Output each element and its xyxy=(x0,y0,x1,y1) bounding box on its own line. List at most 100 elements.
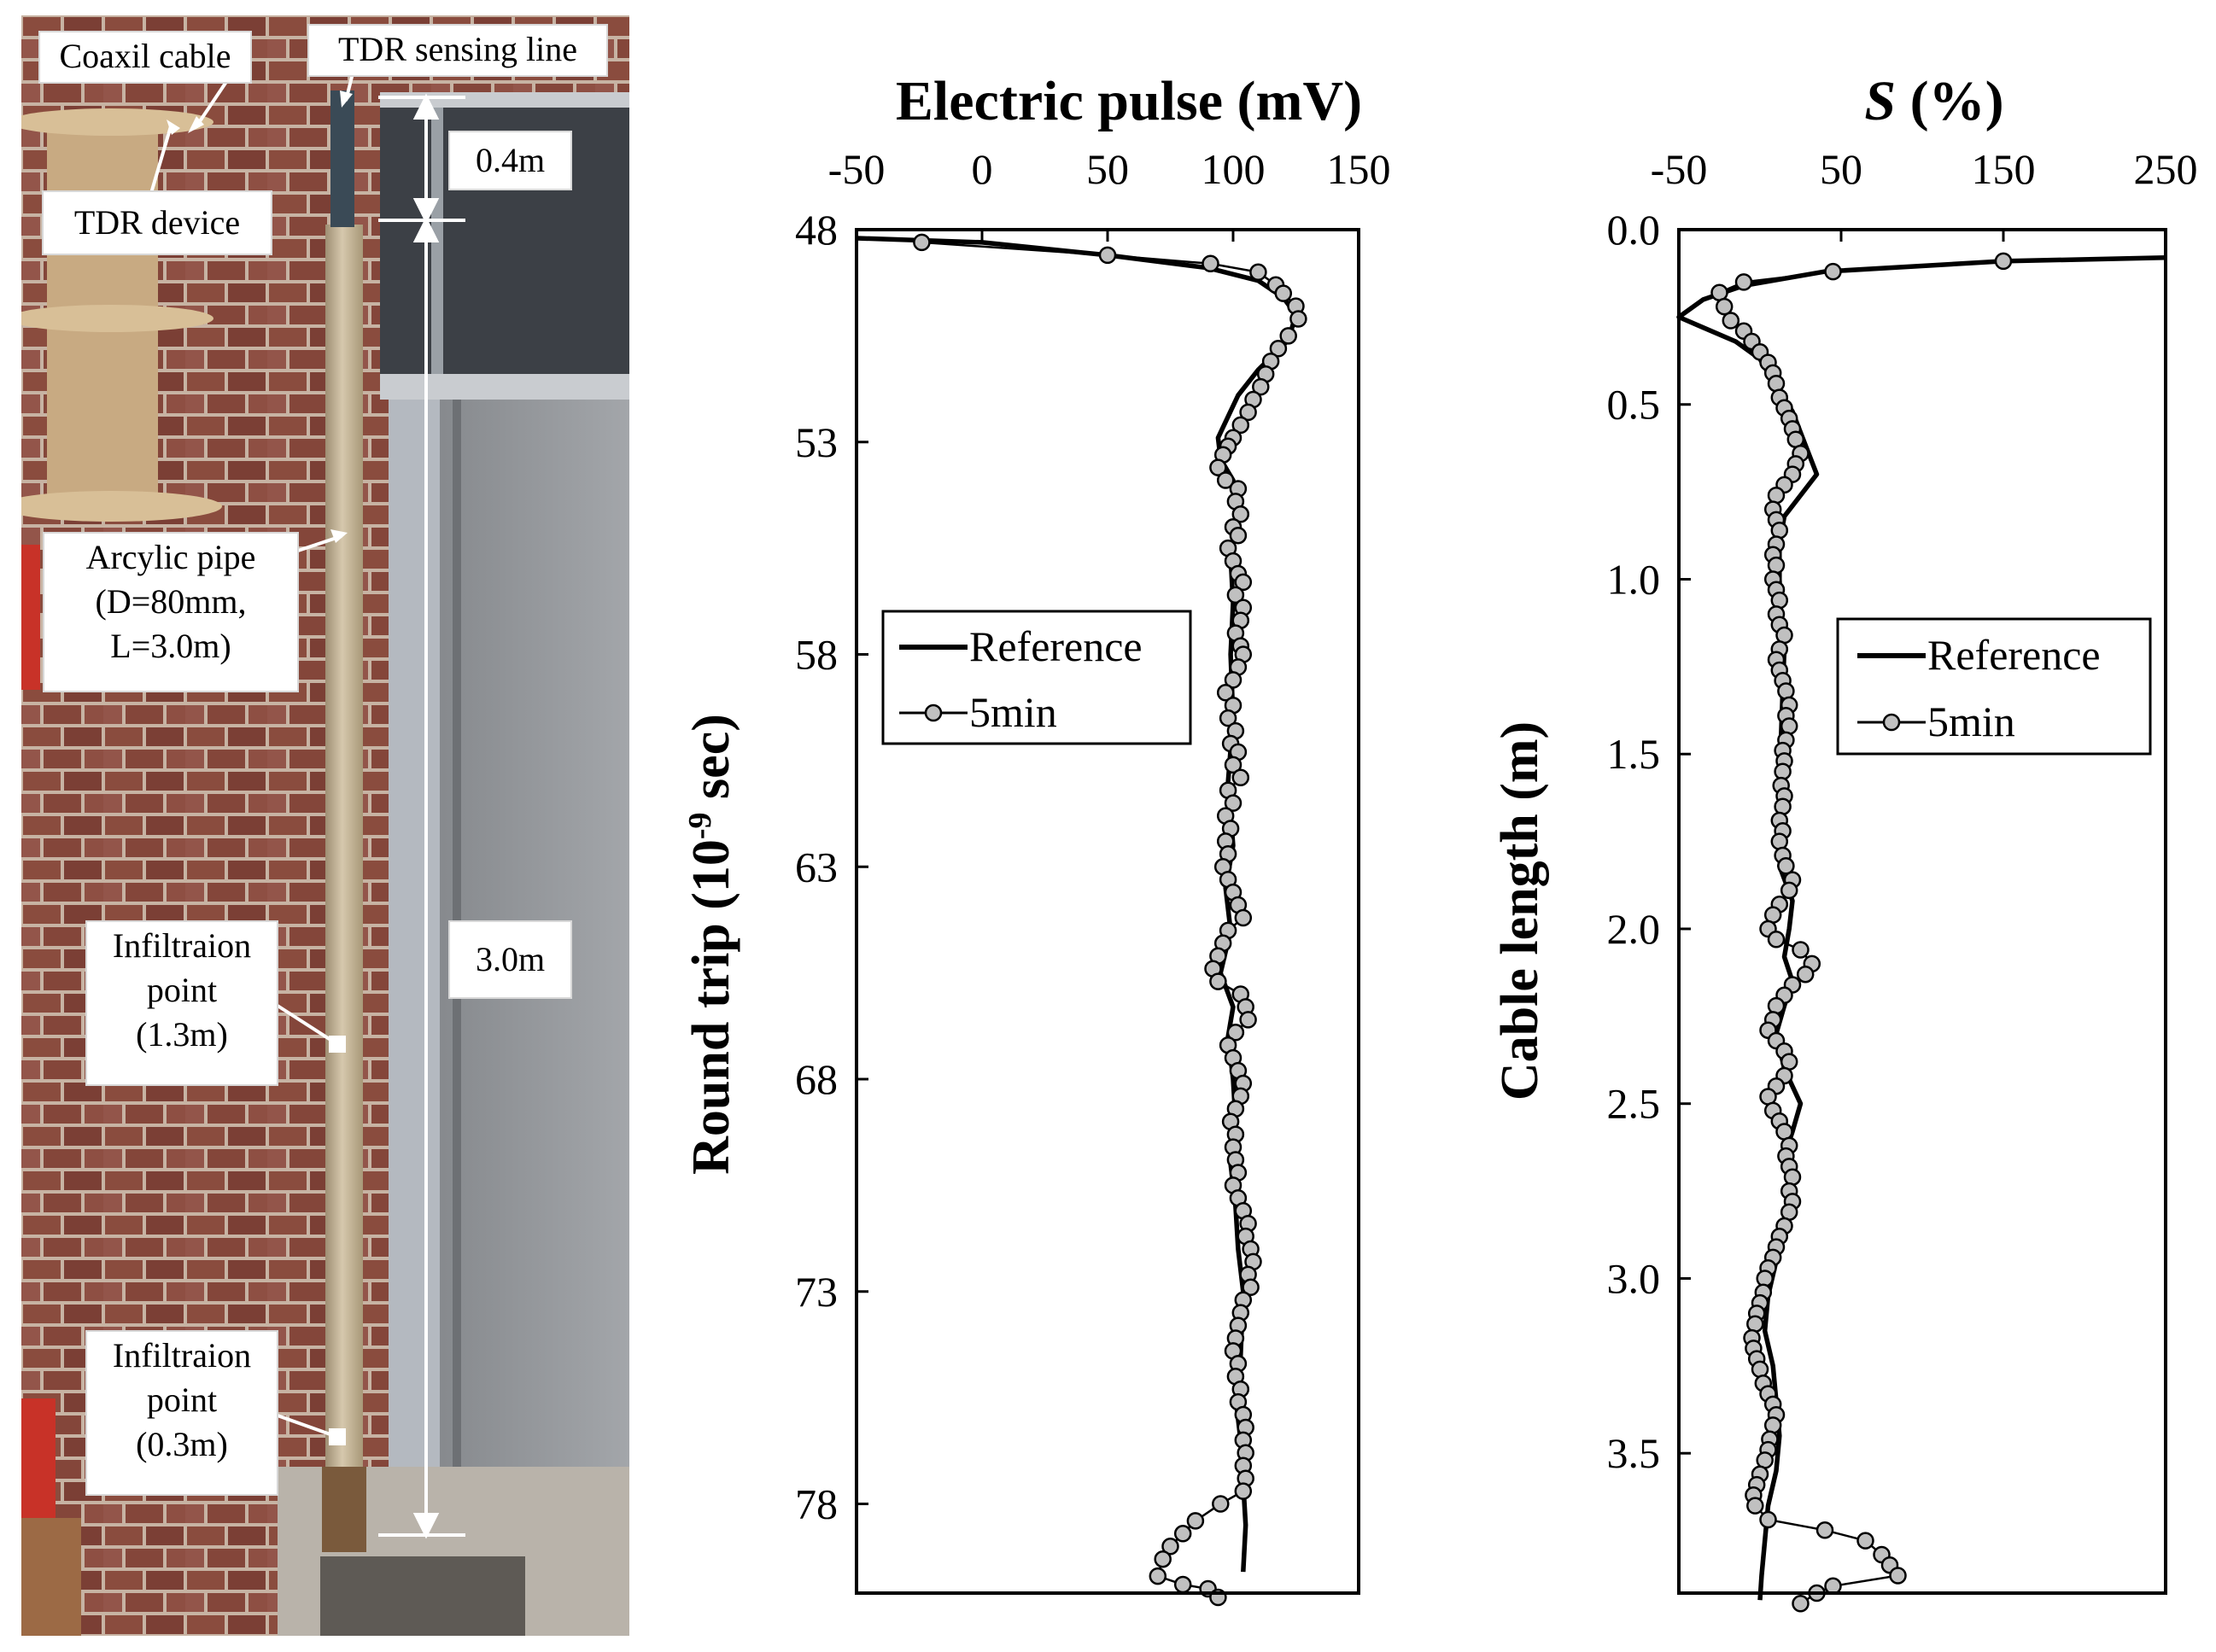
chart2-ytick-label: 1.5 xyxy=(1607,730,1661,778)
chart1-series-5min-point xyxy=(1239,403,1257,422)
chart1-series-5min-point xyxy=(1209,458,1227,476)
chart1-xtick-label: 150 xyxy=(1327,145,1391,193)
chart2-xtick-label: 50 xyxy=(1820,145,1862,193)
chart1-series-5min-point xyxy=(1212,1495,1230,1513)
chart2-xtick-label: -50 xyxy=(1651,145,1708,193)
label-dim-top: 0.4m xyxy=(448,131,572,190)
chart1-series-5min-point xyxy=(1154,1550,1172,1568)
chart2-series-5min-point xyxy=(1774,762,1792,780)
chart2-xtick-label: 250 xyxy=(2134,145,2198,193)
chart2-series-5min-point xyxy=(1767,486,1786,505)
label-tdr-sensing-line: TDR sensing line xyxy=(307,24,608,77)
chart1-ytick-label: 78 xyxy=(795,1480,838,1528)
acrylic-pipe xyxy=(325,225,363,1544)
chart2-series-5min-point xyxy=(1767,931,1786,949)
chart2-series-5min-point xyxy=(1774,797,1792,815)
chart1-y-axis-label: Round trip (10-9 sec) xyxy=(682,714,740,1175)
chart2-series-5min-point xyxy=(1746,1497,1764,1515)
chart1-series-5min-point xyxy=(1231,505,1250,523)
chart2-series-5min-point xyxy=(1780,717,1798,735)
chart1-xtick-label: 50 xyxy=(1086,145,1129,193)
chart2-series-5min-point xyxy=(1824,262,1842,281)
label-dim-main: 3.0m xyxy=(448,920,572,999)
chart2-series-5min-point xyxy=(1751,1360,1769,1379)
chart1-ytick-label: 48 xyxy=(795,206,838,254)
chart2-series-5min-point xyxy=(1889,1567,1907,1585)
chart1-ytick-label: 63 xyxy=(795,843,838,890)
chart2-series-5min-point xyxy=(1767,374,1786,393)
chart2-series-5min-point xyxy=(1770,832,1789,850)
chart1-series-5min-point xyxy=(1252,377,1270,396)
chart1-series-5min-point xyxy=(1224,794,1242,812)
chart1-xtick-label: 100 xyxy=(1202,145,1266,193)
chart2-series-5min-point xyxy=(1770,521,1789,540)
chart2-legend-5min-marker xyxy=(1882,713,1901,732)
chart2-legend: Reference 5min xyxy=(1836,617,2152,756)
chart2-title: S (%) xyxy=(1864,70,2003,132)
dimension-lines xyxy=(378,93,465,1539)
experiment-photo: Coaxil cable TDR sensing line 0.4m TDR d… xyxy=(21,15,629,1636)
chart1-series-5min-point xyxy=(1224,756,1242,774)
chart2-ytick-label: 0.0 xyxy=(1607,206,1661,254)
chart2-ytick-label: 2.5 xyxy=(1607,1080,1661,1128)
label-infiltration-0-3m: Infiltraion point (0.3m) xyxy=(85,1330,278,1496)
chart1-series-5min-point xyxy=(1098,246,1117,265)
chart2-series-5min-point xyxy=(1792,941,1810,959)
chart1-series-5min-point xyxy=(1289,310,1307,328)
chart1-series-5min-point xyxy=(1279,327,1297,345)
chart1-ytick-label: 53 xyxy=(795,418,838,466)
chart1-series-5min-point xyxy=(1186,1512,1205,1530)
chart2-legend-box xyxy=(1836,617,2152,756)
chart2-series-5min-point xyxy=(1856,1532,1874,1550)
chart2-series-5min-point xyxy=(1792,1595,1810,1613)
chart2-series-5min-point xyxy=(1770,591,1789,610)
chart1-legend-5min-marker xyxy=(924,703,943,722)
chart2-series-5min-point xyxy=(1780,881,1798,900)
chart2-series-5min-point xyxy=(1777,682,1795,700)
chart2-ytick-label: 3.5 xyxy=(1607,1429,1661,1477)
chart1-legend-reference: Reference xyxy=(969,622,1143,670)
chart1-series-5min-point xyxy=(1216,471,1235,489)
chart1-series-5min-point xyxy=(1209,972,1227,990)
chart2-series-5min-point xyxy=(1763,1416,1782,1434)
chart1-series-5min-point xyxy=(1202,254,1219,273)
chart1-plot-frame xyxy=(855,228,1360,1595)
label-tdr-device: TDR device xyxy=(42,190,272,255)
chart1-series-5min-point xyxy=(1234,908,1253,927)
chart2-ytick-label: 2.0 xyxy=(1607,905,1661,953)
chart1-legend: Reference 5min xyxy=(881,610,1192,745)
chart2-series-5min-point xyxy=(1815,1521,1834,1539)
chart1-series-5min-point xyxy=(1226,586,1245,604)
chart1-xtick-label: -50 xyxy=(828,145,886,193)
chart1-series-5min-point xyxy=(1239,1011,1257,1029)
chart1-xtick-label: 0 xyxy=(972,145,993,193)
chart1-series-5min-point xyxy=(1229,526,1248,545)
chart2-ytick-label: 1.0 xyxy=(1607,555,1661,603)
chart2-xtick-label: 150 xyxy=(1972,145,2036,193)
chart1-series-5min-point xyxy=(1231,768,1250,787)
chart1-series-5min-point xyxy=(1234,1482,1253,1500)
chart2-series-5min-point xyxy=(1796,965,1815,984)
chart1-ytick-label: 73 xyxy=(795,1268,838,1316)
chart2-series-5min-point xyxy=(1783,1168,1802,1186)
chart2-series-5min-point xyxy=(1722,312,1740,330)
chart-electric-pulse: Electric pulse (mV) Round trip (10-9 sec… xyxy=(682,70,1391,1607)
chart1-series-5min-point xyxy=(1161,1538,1179,1556)
chart1-series-5min-point xyxy=(1216,684,1235,702)
label-infiltration-1-3m: Infiltraion point (1.3m) xyxy=(85,920,278,1086)
chart2-series-reference-line xyxy=(1676,255,2166,1601)
chart1-series-5min-point xyxy=(1149,1567,1167,1585)
chart1-legend-5min: 5min xyxy=(969,688,1057,736)
label-acrylic-pipe: Arcylic pipe (D=80mm, L=3.0m) xyxy=(43,532,299,692)
chart2-series-5min-point xyxy=(1767,996,1786,1015)
chart1-series-5min-point xyxy=(1224,671,1242,689)
chart2-series-5min-point xyxy=(1777,857,1795,875)
chart2-series-5min-point xyxy=(1746,1315,1764,1333)
chart2-series-5min-point xyxy=(1734,273,1753,291)
label-coax-cable: Coaxil cable xyxy=(38,31,252,84)
chart2-plot-frame xyxy=(1677,228,2167,1595)
chart1-series-5min-point xyxy=(1219,709,1237,727)
chart2-legend-5min: 5min xyxy=(1927,698,2015,745)
chart1-series-5min-point xyxy=(1234,573,1253,592)
